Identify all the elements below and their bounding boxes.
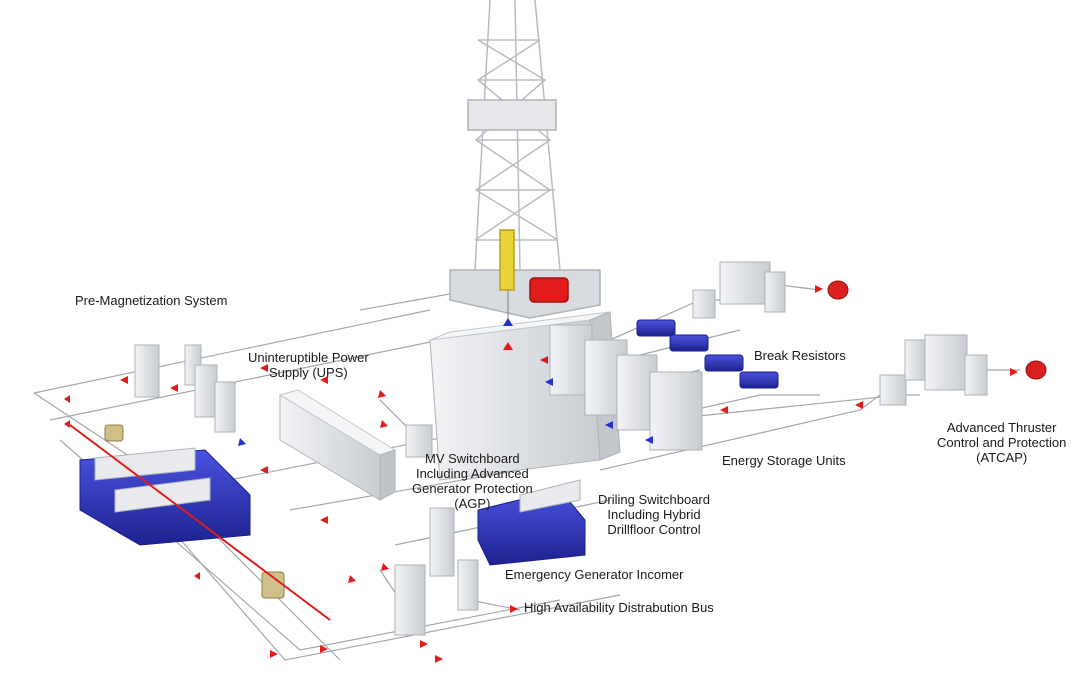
- atcap-label: Advanced Thruster Control and Protection…: [937, 420, 1066, 465]
- ups-cabinet: [278, 389, 397, 501]
- flow-arrows-blue: [238, 318, 653, 446]
- energy-storage-units: [549, 324, 703, 451]
- drilling-switchboard-line-1: Driling Switchboard: [598, 492, 710, 507]
- pre-magnetization-label: Pre-Magnetization System: [75, 293, 227, 308]
- atcap-line-3: (ATCAP): [976, 450, 1028, 465]
- flow-arrows-red: [64, 285, 1018, 663]
- energy-storage-label: Energy Storage Units: [722, 453, 846, 468]
- ups-line-1: Uninteruptible Power: [248, 350, 369, 365]
- energy-storage-line-1: Energy Storage Units: [722, 453, 846, 468]
- generator-sets: [79, 447, 586, 566]
- mv-switchboard-line-3: Generator Protection: [412, 481, 533, 496]
- pre-magnetization-cabinets: [134, 344, 236, 433]
- drilling-switchboard-label: Driling Switchboard Including Hybrid Dri…: [598, 492, 710, 537]
- emergency-generator-label: Emergency Generator Incomer: [505, 567, 683, 582]
- ups-line-2: Supply (UPS): [268, 365, 348, 380]
- drilling-switchboard-line-2: Including Hybrid: [607, 507, 701, 522]
- mv-switchboard-line-4: (AGP): [454, 496, 491, 511]
- high-availability-bus-line-1: High Availability Distrabution Bus: [524, 600, 714, 615]
- mv-switchboard-label: MV Switchboard Including Advanced Genera…: [412, 451, 533, 511]
- pre-magnetization-line-1: Pre-Magnetization System: [75, 293, 228, 308]
- ups-label: Uninteruptible Power Supply (UPS): [248, 350, 369, 380]
- atcap-line-2: Control and Protection: [937, 435, 1067, 450]
- emergency-generator-line-1: Emergency Generator Incomer: [505, 567, 684, 582]
- thruster-units: [827, 280, 1047, 380]
- mv-switchboard-line-1: MV Switchboard: [425, 451, 520, 466]
- atcap-line-1: Advanced Thruster: [946, 420, 1057, 435]
- drilling-switchboard-line-3: Drillfloor Control: [607, 522, 701, 537]
- drilling-derrick: [449, 0, 601, 345]
- auxiliary-cabinets: [394, 261, 988, 636]
- break-resistors-label: Break Resistors: [754, 348, 846, 363]
- mv-switchboard-line-2: Including Advanced: [415, 466, 529, 481]
- break-resistors-line-1: Break Resistors: [754, 348, 846, 363]
- excitation-units: [104, 424, 285, 599]
- high-availability-bus-label: High Availability Distrabution Bus: [524, 600, 714, 615]
- break-resistors: [636, 319, 779, 389]
